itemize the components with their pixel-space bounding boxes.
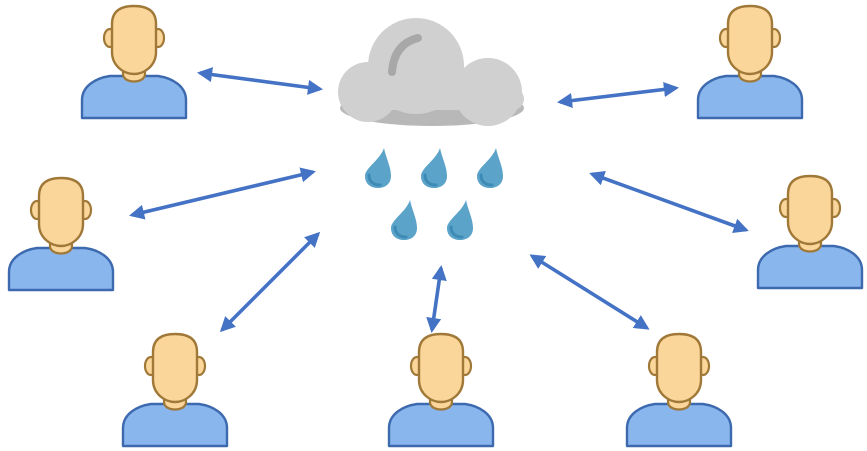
bidirectional-arrow [556, 81, 680, 109]
person-icon [696, 4, 804, 120]
person-icon [7, 176, 115, 292]
raindrop-icon [391, 200, 417, 240]
people-group [7, 4, 864, 448]
bidirectional-arrow [219, 231, 321, 333]
person-icon [387, 332, 495, 448]
raindrops-group [365, 148, 503, 240]
person-icon [80, 4, 188, 120]
raindrop-icon [477, 148, 503, 188]
raindrop-icon [365, 148, 391, 188]
bidirectional-arrow [589, 171, 749, 233]
raindrop-icon [421, 148, 447, 188]
raindrop-icon [447, 200, 473, 240]
person-icon [625, 332, 733, 448]
bidirectional-arrow [129, 167, 316, 220]
bidirectional-arrow [197, 67, 323, 95]
person-icon [756, 174, 864, 290]
cloud-shape [338, 18, 524, 126]
arrows-group [129, 67, 749, 333]
bidirectional-arrow [426, 265, 447, 333]
rain-cloud-icon [338, 18, 524, 126]
person-icon [121, 332, 229, 448]
bidirectional-arrow [529, 254, 650, 330]
